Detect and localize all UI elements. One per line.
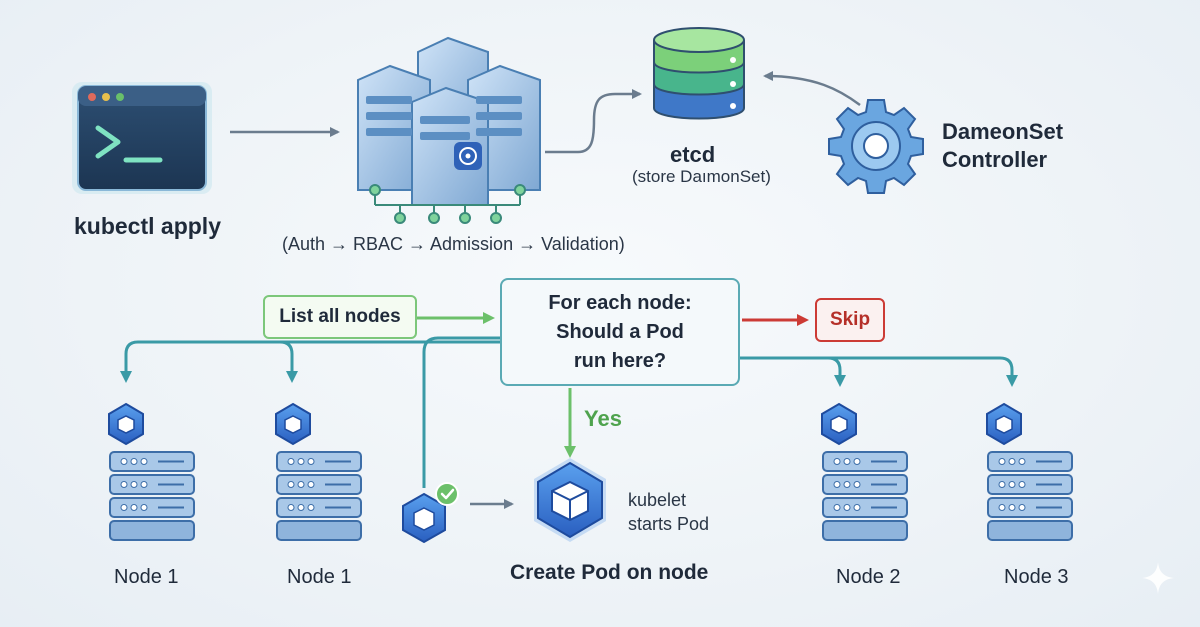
list-nodes-label: List all nodes [279, 306, 401, 327]
api-server-checks-label: (Auth → RBAC → Admission → Validation) [282, 234, 625, 254]
pod-icon [534, 458, 606, 542]
decision-line3: run here? [573, 349, 667, 372]
decision-line1: For each node: [548, 291, 692, 314]
list-nodes-box: List all nodes [263, 295, 417, 339]
kubelet-line2: starts Pod [628, 514, 710, 534]
gear-icon [828, 99, 924, 194]
worker-node-icon [821, 402, 908, 541]
api-server-icon [357, 36, 541, 224]
sparkle-icon [1142, 562, 1174, 594]
node-pod-badge-icon [275, 402, 311, 446]
server-rack-icon [109, 451, 195, 541]
etcd-subtitle: (store DaımonSet) [632, 167, 771, 186]
server-rack-icon [822, 451, 908, 541]
node-pod-badge-icon [986, 402, 1022, 446]
skip-box: Skip [815, 298, 885, 342]
controller-label: DameonSet Controller [942, 118, 1063, 174]
node-distribution-lines [120, 336, 1018, 488]
controller-label-line2: Controller [942, 147, 1048, 172]
node-label-3: Node 2 [836, 566, 901, 588]
yes-label: Yes [584, 406, 622, 431]
server-rack-icon [987, 451, 1073, 541]
kubelet-label: kubelet starts Pod [628, 488, 709, 536]
skip-label: Skip [829, 309, 871, 330]
scheduled-pod-icon [402, 492, 446, 544]
etcd-database-icon [653, 27, 745, 120]
node-label-1: Node 1 [114, 566, 179, 588]
create-pod-label: Create Pod on node [510, 561, 709, 584]
etcd-label: etcd [670, 142, 716, 167]
worker-node-icon [275, 402, 362, 541]
node-pod-badge-icon [821, 402, 857, 446]
decision-box: For each node: Should a Pod run here? [500, 278, 740, 386]
controller-label-line1: DameonSet [942, 119, 1064, 144]
decision-line2: Should a Pod [556, 320, 684, 343]
node-pod-badge-icon [108, 402, 144, 446]
kubectl-apply-label: kubectl apply [74, 213, 221, 239]
terminal-icon [72, 82, 212, 194]
check-icon [435, 482, 459, 506]
node-label-2: Node 1 [287, 566, 352, 588]
server-rack-icon [276, 451, 362, 541]
arrow-controller-to-etcd [763, 71, 861, 107]
node-label-4: Node 3 [1004, 566, 1069, 588]
kubelet-line1: kubelet [628, 490, 687, 510]
worker-node-icon [108, 402, 195, 541]
arrow-to-etcd [545, 89, 642, 154]
worker-node-icon [986, 402, 1073, 541]
